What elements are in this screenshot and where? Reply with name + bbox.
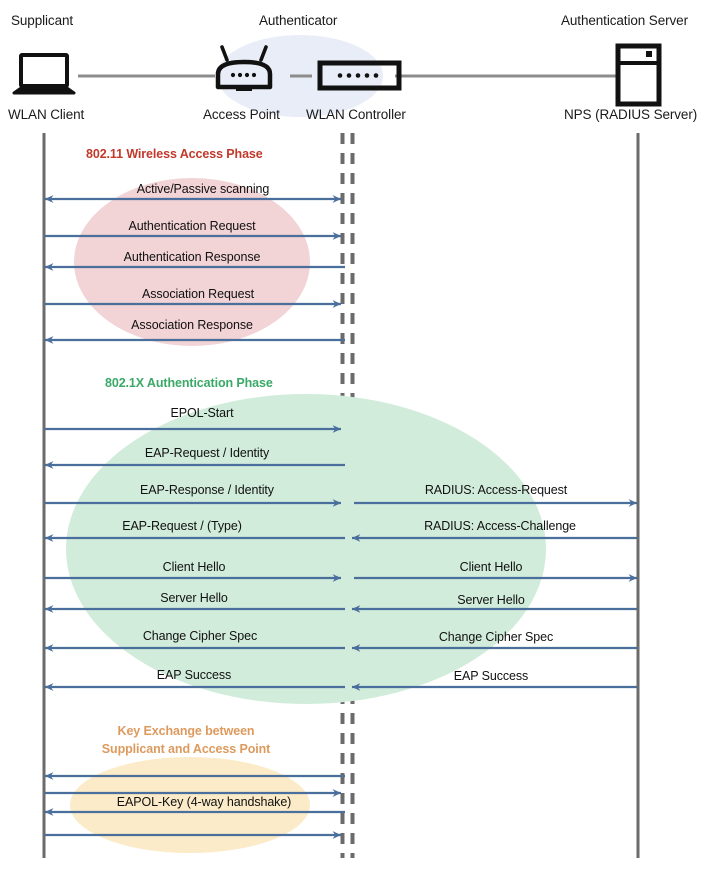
msg-label-eapol-key: EAPOL-Key (4-way handshake) bbox=[116, 795, 292, 809]
msg-label-client-hello-right: Client Hello bbox=[459, 560, 523, 574]
device-label-nps: NPS (RADIUS Server) bbox=[564, 107, 698, 122]
msg-label-association-request: Association Request bbox=[141, 287, 255, 301]
device-label-access-point: Access Point bbox=[203, 107, 280, 122]
msg-label-eapol-start: EPOL-Start bbox=[170, 406, 234, 420]
phase-label-key-exchange-line1: Key Exchange between bbox=[117, 724, 255, 738]
phase-label-wireless-access: 802.11 Wireless Access Phase bbox=[86, 147, 263, 161]
msg-label-radius-access-request: RADIUS: Access-Request bbox=[424, 483, 568, 497]
wireless-router-icon bbox=[215, 45, 273, 91]
msg-label-client-hello-left: Client Hello bbox=[162, 560, 226, 574]
phase-ellipse-dot1x-authentication bbox=[66, 394, 546, 704]
msg-label-eap-request-type: EAP-Request / (Type) bbox=[122, 519, 242, 533]
msg-label-eap-response-identity: EAP-Response / Identity bbox=[140, 483, 274, 497]
phase-label-dot1x-authentication: 802.1X Authentication Phase bbox=[105, 376, 273, 390]
msg-label-eap-request-identity: EAP-Request / Identity bbox=[144, 446, 270, 460]
msg-label-eap-success-right: EAP Success bbox=[453, 669, 529, 683]
msg-label-server-hello-right: Server Hello bbox=[457, 593, 525, 607]
network-switch-icon bbox=[317, 60, 402, 91]
msg-label-eap-success-left: EAP Success bbox=[156, 668, 232, 682]
msg-label-change-cipher-spec-right: Change Cipher Spec bbox=[438, 630, 554, 644]
msg-label-server-hello-left: Server Hello bbox=[160, 591, 228, 605]
msg-label-radius-access-challenge: RADIUS: Access-Challenge bbox=[424, 519, 576, 533]
device-label-wlan-client: WLAN Client bbox=[8, 107, 85, 122]
role-title-authenticator: Authenticator bbox=[259, 13, 338, 28]
laptop-icon bbox=[12, 53, 76, 95]
msg-label-authentication-response: Authentication Response bbox=[123, 250, 261, 264]
msg-label-authentication-request: Authentication Request bbox=[128, 219, 256, 233]
msg-label-association-response: Association Response bbox=[131, 318, 253, 332]
msg-label-change-cipher-spec-left: Change Cipher Spec bbox=[142, 629, 258, 643]
phase-label-key-exchange-line2: Supplicant and Access Point bbox=[101, 742, 271, 757]
server-rack-icon bbox=[615, 43, 662, 107]
phase-ellipse-key-exchange bbox=[70, 757, 310, 853]
device-label-wlan-controller: WLAN Controller bbox=[306, 107, 406, 122]
role-title-authentication-server: Authentication Server bbox=[561, 13, 688, 28]
role-title-supplicant: Supplicant bbox=[11, 13, 74, 28]
phase-label-key-exchange: Key Exchange between Supplicant and Acce… bbox=[96, 722, 276, 758]
msg-label-active-passive-scanning: Active/Passive scanning bbox=[136, 182, 270, 196]
